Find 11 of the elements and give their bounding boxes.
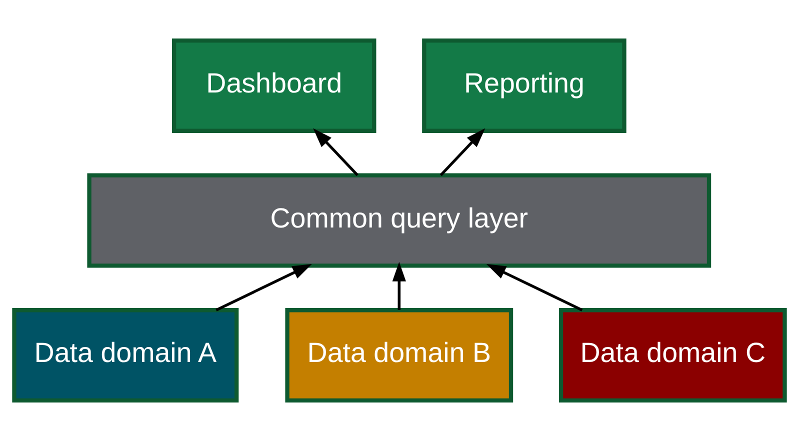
node-box: Common query layer xyxy=(87,172,712,268)
arrow xyxy=(216,263,312,311)
node-box: Reporting xyxy=(422,38,626,132)
arrow xyxy=(440,128,486,176)
node-box: Data domain B xyxy=(285,308,514,402)
node-box: Data domain C xyxy=(558,308,787,402)
arrow xyxy=(486,263,583,311)
node-box: Data domain A xyxy=(12,308,239,402)
arrow xyxy=(392,261,406,310)
node-box: Dashboard xyxy=(172,38,376,132)
arrow xyxy=(313,128,359,176)
